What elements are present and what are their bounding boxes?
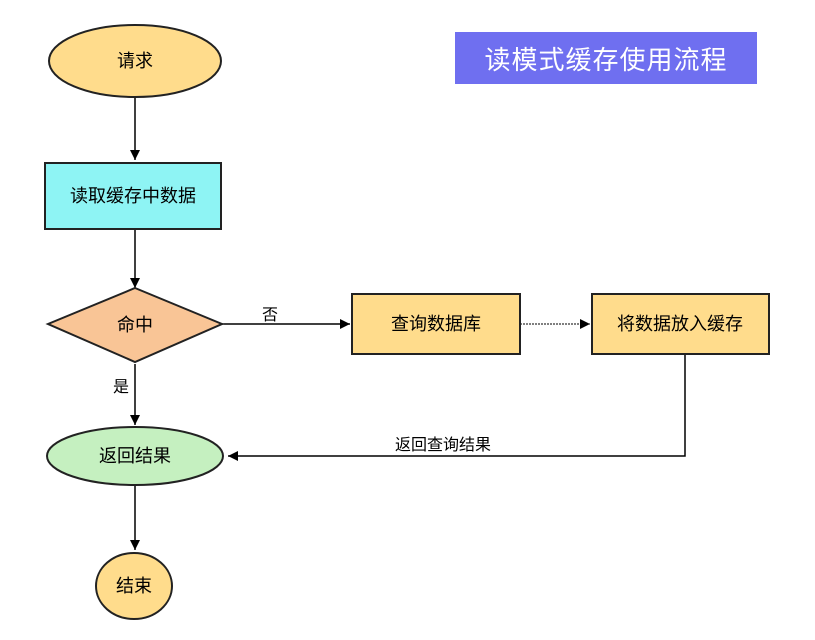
node-read-cache-label: 读取缓存中数据	[70, 186, 196, 207]
node-hit-label: 命中	[117, 315, 153, 336]
node-request: 请求	[48, 24, 222, 98]
edge-label-yes: 是	[113, 377, 129, 396]
node-return-result: 返回结果	[46, 426, 224, 486]
node-return-result-label: 返回结果	[99, 446, 171, 467]
node-put-cache: 将数据放入缓存	[591, 293, 770, 355]
node-query-db-shape	[351, 293, 521, 355]
node-request-shape	[48, 24, 222, 98]
edge-label-return-query: 返回查询结果	[395, 435, 491, 454]
node-request-label: 请求	[117, 51, 153, 72]
node-end-label: 结束	[116, 576, 152, 597]
node-read-cache-shape	[44, 162, 222, 230]
node-end-shape	[95, 552, 173, 620]
node-put-cache-label: 将数据放入缓存	[617, 314, 743, 335]
node-query-db: 查询数据库	[351, 293, 521, 355]
node-hit: 命中	[45, 286, 225, 364]
edge-put-cache-to-return-result	[228, 355, 686, 461]
node-hit-shape	[45, 286, 225, 364]
node-read-cache: 读取缓存中数据	[44, 162, 222, 230]
node-query-db-label: 查询数据库	[391, 314, 481, 335]
node-end: 结束	[95, 552, 173, 620]
diagram-title: 读模式缓存使用流程	[455, 32, 757, 84]
edge-label-no: 否	[262, 305, 278, 324]
node-put-cache-shape	[591, 293, 770, 355]
node-return-result-shape	[46, 426, 224, 486]
